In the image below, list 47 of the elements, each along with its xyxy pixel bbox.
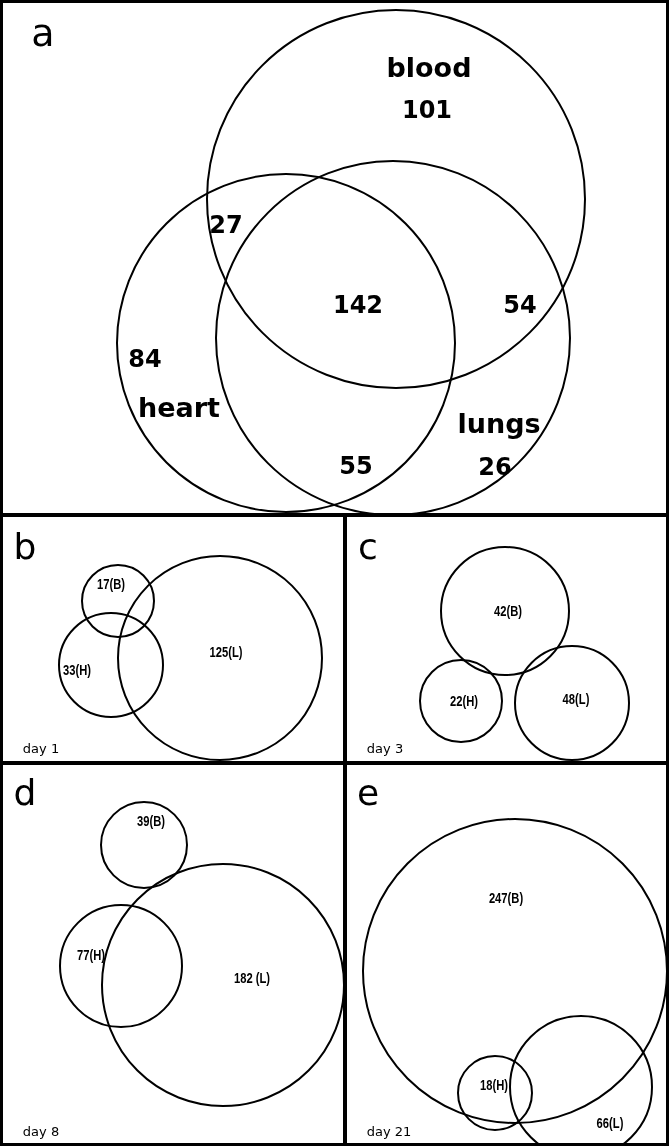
count-label: 101 [401,98,453,122]
venn-circle [440,546,570,676]
panel-letter: b [13,529,37,565]
panel-letter: a [31,14,55,52]
count-label: 42(B) [494,604,522,618]
count-label: 84 [128,347,162,371]
venn-circle [419,659,503,743]
venn-circle [81,564,155,638]
venn-circle [509,1015,653,1146]
region-name: blood [386,53,472,81]
count-label: 18(H) [480,1078,508,1092]
venn-circle [206,9,586,389]
day-label: day 8 [22,1124,60,1138]
count-label: 33(H) [63,663,91,677]
venn-circle [457,1055,533,1131]
count-label: 54 [503,293,537,317]
count-label: 39(B) [137,814,165,828]
venn-circle [59,904,183,1028]
day-label: day 1 [22,741,60,755]
day-label: day 3 [366,741,404,755]
count-label: 247(B) [488,891,524,905]
panel-letter: d [13,775,37,811]
region-name: lungs [457,409,541,437]
count-label: 55 [339,454,373,478]
venn-circle [116,173,456,513]
count-label: 77(H) [77,948,105,962]
count-label: 27 [209,213,243,237]
count-label: 22(H) [450,694,478,708]
figure-panel [0,762,346,1146]
count-label: 142 [332,293,384,317]
count-label: 26 [478,455,512,479]
count-label: 125(L) [209,645,243,659]
venn-circle [58,612,164,718]
venn-circle [100,801,188,889]
count-label: 182 (L) [233,971,271,985]
count-label: 17(B) [97,577,125,591]
region-name: heart [138,393,220,421]
day-label: day 21 [366,1124,412,1138]
count-label: 48(L) [562,692,590,706]
panel-letter: e [356,775,380,811]
panel-letter: c [358,529,378,565]
figure-panel [344,514,669,764]
count-label: 66(L) [596,1116,624,1130]
figure-panel [344,762,669,1146]
venn-circle [514,645,630,761]
figure-panel [0,514,346,764]
figure-panel [0,0,669,516]
